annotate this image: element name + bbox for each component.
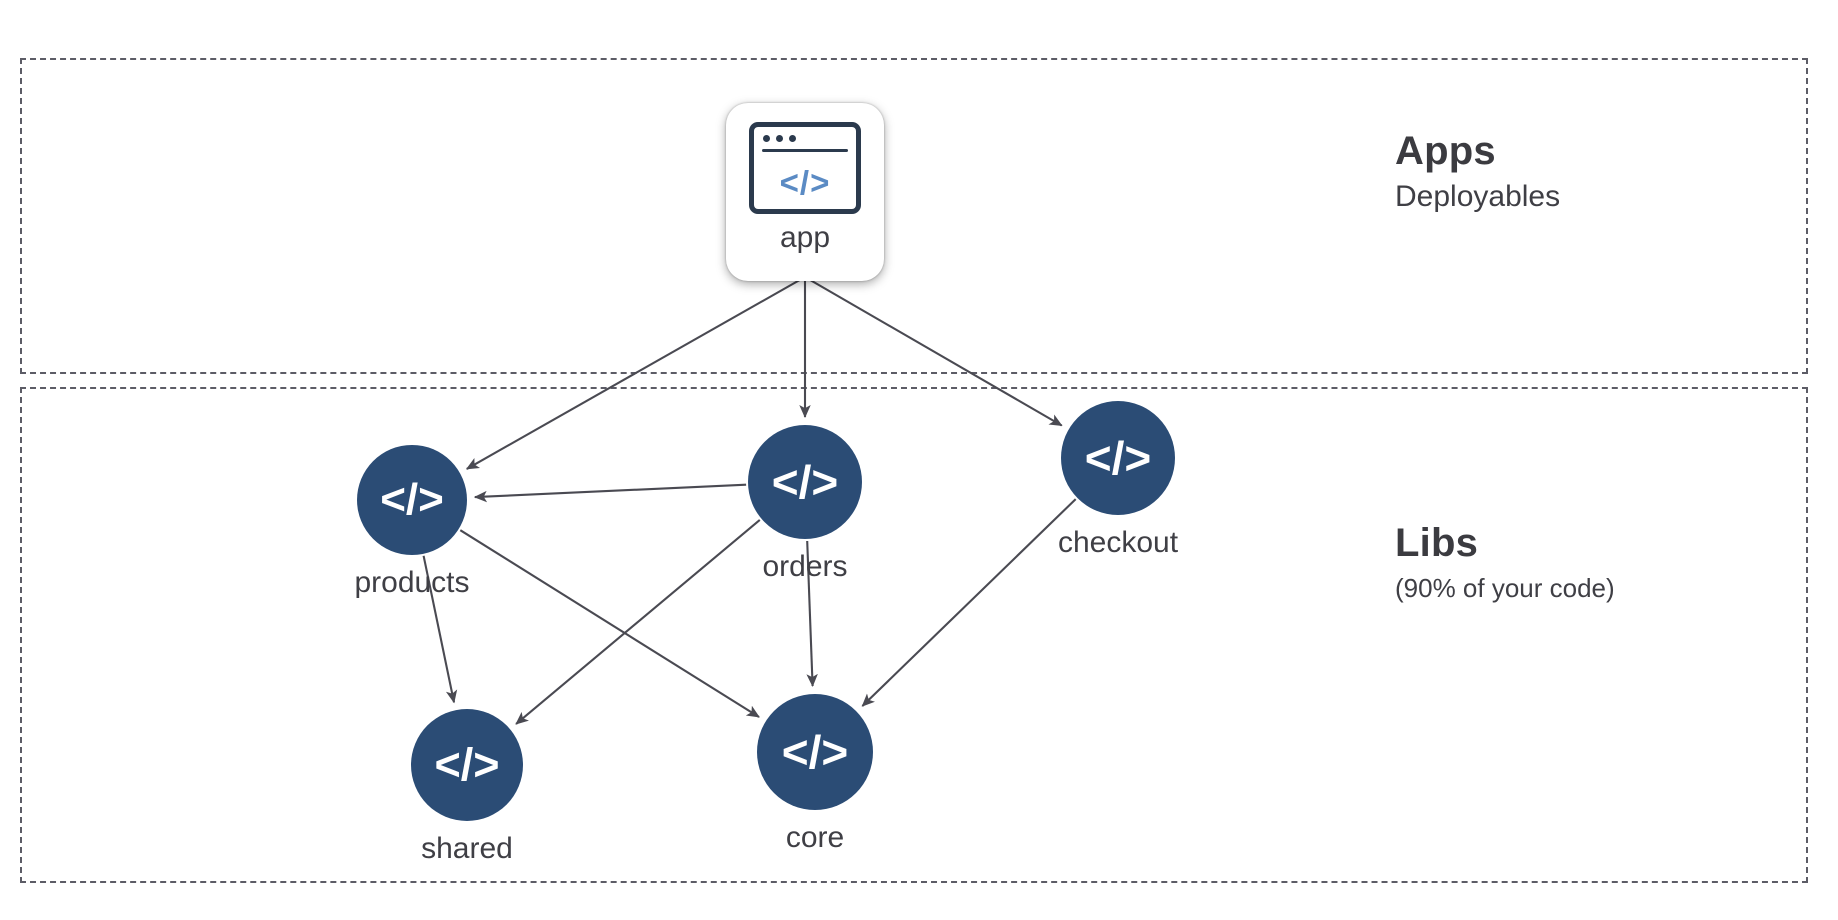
code-icon: </> xyxy=(757,694,873,810)
code-icon: </> xyxy=(748,425,862,539)
node-app-label: app xyxy=(779,221,831,254)
zone-apps xyxy=(20,58,1808,374)
node-orders-label: orders xyxy=(762,550,848,583)
node-checkout-label: checkout xyxy=(1057,526,1179,559)
code-icon: </> xyxy=(411,709,523,821)
zone-apps-subtitle: Deployables xyxy=(1395,180,1561,213)
browser-code-icon: </> xyxy=(749,122,861,214)
zone-libs-caption: Libs (90% of your code) xyxy=(1395,522,1615,605)
browser-dots-icon xyxy=(763,135,796,142)
node-shared-label: shared xyxy=(421,832,513,865)
browser-titlebar-rule xyxy=(762,149,848,152)
node-app[interactable]: </> app xyxy=(726,103,884,281)
node-products-label: products xyxy=(354,566,470,599)
zone-libs xyxy=(20,387,1808,883)
code-icon: </> xyxy=(357,445,467,555)
zone-libs-subtitle: (90% of your code) xyxy=(1395,573,1615,603)
zone-libs-title: Libs xyxy=(1395,521,1479,565)
zone-apps-title: Apps xyxy=(1395,129,1496,173)
code-glyph: </> xyxy=(779,164,831,201)
code-icon: </> xyxy=(1061,401,1175,515)
zone-apps-caption: Apps Deployables xyxy=(1395,130,1560,216)
node-core-label: core xyxy=(785,821,845,854)
